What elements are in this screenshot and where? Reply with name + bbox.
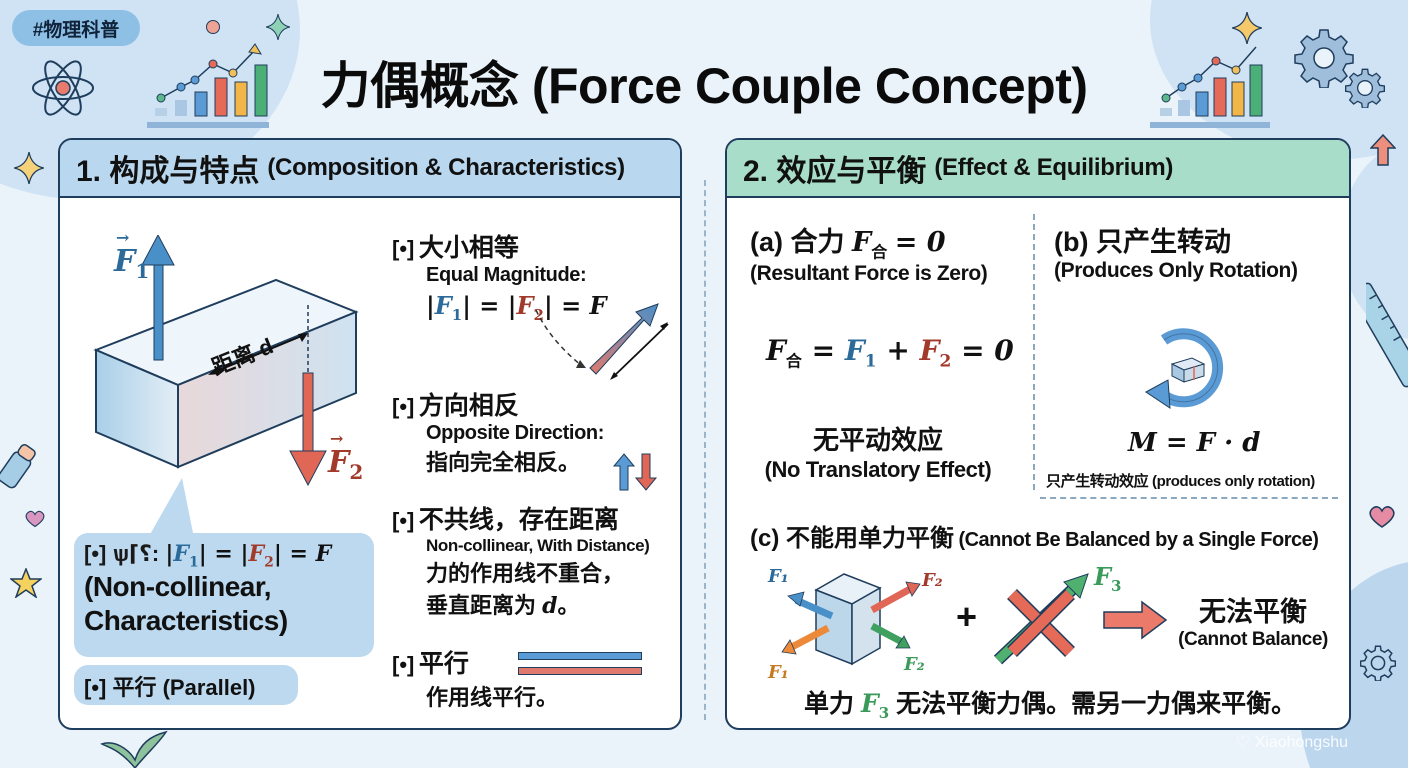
sparkle-icon — [1232, 12, 1262, 44]
item-title-cn: 大小相等 — [418, 234, 519, 262]
rotation-caption: 只产生转动效应 (produces only rotation) — [1046, 473, 1315, 490]
svg-text:F₂: F₂ — [903, 654, 925, 675]
no-translation-effect: 无平动效应 (No Translatory Effect) — [764, 425, 992, 482]
section-c-single-force: (c) 不能用单力平衡 (Cannot Be Balanced by a Sin… — [750, 525, 1319, 552]
f3-label: F3 — [1094, 562, 1122, 595]
bar-chart-icon-right — [1150, 46, 1270, 128]
callout-line3: Characteristics) — [84, 605, 288, 637]
gear-outline-icon — [1360, 645, 1396, 681]
single-force-conclusion: 单力 F3 无法平衡力偶。需另一力偶来平衡。 — [804, 689, 1297, 722]
force-couple-block-diagram: 距离 d — [93, 235, 359, 487]
panel-composition-title: 1. 构成与特点 — [76, 155, 260, 188]
cube-forces-diagram: F₁ F₂ F₁ F₂ — [767, 566, 943, 683]
panel-composition-subtitle: (Composition & Characteristics) — [267, 154, 625, 181]
page-title: 力偶概念 (Force Couple Concept) — [320, 58, 1088, 114]
equal-length-arrow-icon — [535, 303, 669, 380]
panel-effect-title: 2. 效应与平衡 — [743, 155, 927, 188]
svg-text:F₂: F₂ — [921, 570, 943, 591]
callout-line2: (Non-collinear, — [84, 571, 271, 603]
cannot-balance-result: 无法平衡 (Cannot Balance) — [1178, 597, 1328, 650]
gear-icon — [1345, 68, 1385, 108]
panel-effect-subtitle: (Effect & Equilibrium) — [934, 154, 1174, 181]
moment-formula: M = F · d — [1128, 428, 1261, 458]
dot-decoration — [206, 20, 220, 34]
section-divider-vertical — [1033, 214, 1035, 490]
sparkle-icon — [266, 14, 290, 40]
opposite-arrows-icon — [612, 453, 658, 491]
heart-icon — [25, 510, 45, 528]
parallel-pill: [•] 平行 (Parallel) — [74, 665, 298, 705]
item-parallel: [•] 平行 作用线平行。 — [392, 650, 559, 710]
item-title-en: Equal Magnitude: — [426, 264, 587, 286]
bottle-icon — [0, 444, 36, 489]
topic-tag[interactable]: #物理科普 — [12, 10, 140, 46]
crossed-single-force-icon — [993, 573, 1089, 665]
heart-icon — [1369, 506, 1395, 528]
plant-icon — [100, 730, 168, 768]
result-arrow-icon — [1103, 600, 1168, 640]
star-icon — [10, 568, 42, 598]
section-b-rotation: (b) 只产生转动 (Produces Only Rotation) — [1054, 227, 1298, 282]
resultant-equation: F合 = F1 + F2 = 0 — [766, 334, 1014, 372]
svg-text:F₁: F₁ — [767, 566, 789, 587]
parallel-lines-icon — [518, 652, 642, 660]
panel-composition-header: 1. 构成与特点 (Composition & Characteristics) — [60, 140, 680, 198]
ruler-icon — [1366, 282, 1408, 388]
watermark: ♡ Xiaohongshu — [1235, 734, 1348, 751]
f1-label: F→1 — [114, 228, 150, 283]
item-opposite-direction: [•] 方向相反 Opposite Direction: 指向完全相反。 — [392, 392, 604, 475]
section-a-resultant: (a) 合力 F合 = 0 (Resultant Force is Zero) — [750, 227, 988, 286]
sparkle-icon — [14, 152, 44, 184]
rotation-arrow-icon — [1145, 328, 1224, 409]
equal-magnitude-formula: |F1| = |F2| = F — [426, 291, 607, 324]
up-arrow-icon — [1370, 134, 1396, 166]
parallel-lines-icon — [518, 667, 642, 675]
panel-divider — [704, 180, 706, 720]
plus-sign: + — [956, 596, 978, 637]
svg-text:F₁: F₁ — [767, 662, 789, 683]
section-divider-horizontal — [1040, 497, 1338, 499]
item-non-collinear: [•] 不共线，存在距离 Non-collinear, With Distanc… — [392, 506, 650, 619]
item-equal-magnitude: [•] 大小相等 Equal Magnitude: |F1| = |F2| = … — [392, 228, 672, 324]
callout-prefix: [•] ѱ⌈⸮: — [84, 541, 160, 566]
callout-pointer — [148, 478, 194, 538]
gear-icon — [1294, 29, 1354, 88]
atom-icon — [32, 60, 94, 116]
f2-label: F→2 — [328, 429, 364, 484]
callout-non-collinear: [•] ѱ⌈⸮: |F1| = |F2| = F (Non-collinear,… — [74, 533, 374, 657]
panel-effect-header: 2. 效应与平衡 (Effect & Equilibrium) — [727, 140, 1349, 198]
bar-chart-icon-left — [147, 43, 269, 128]
callout-formula: |F1| = |F2| = F — [165, 541, 332, 571]
